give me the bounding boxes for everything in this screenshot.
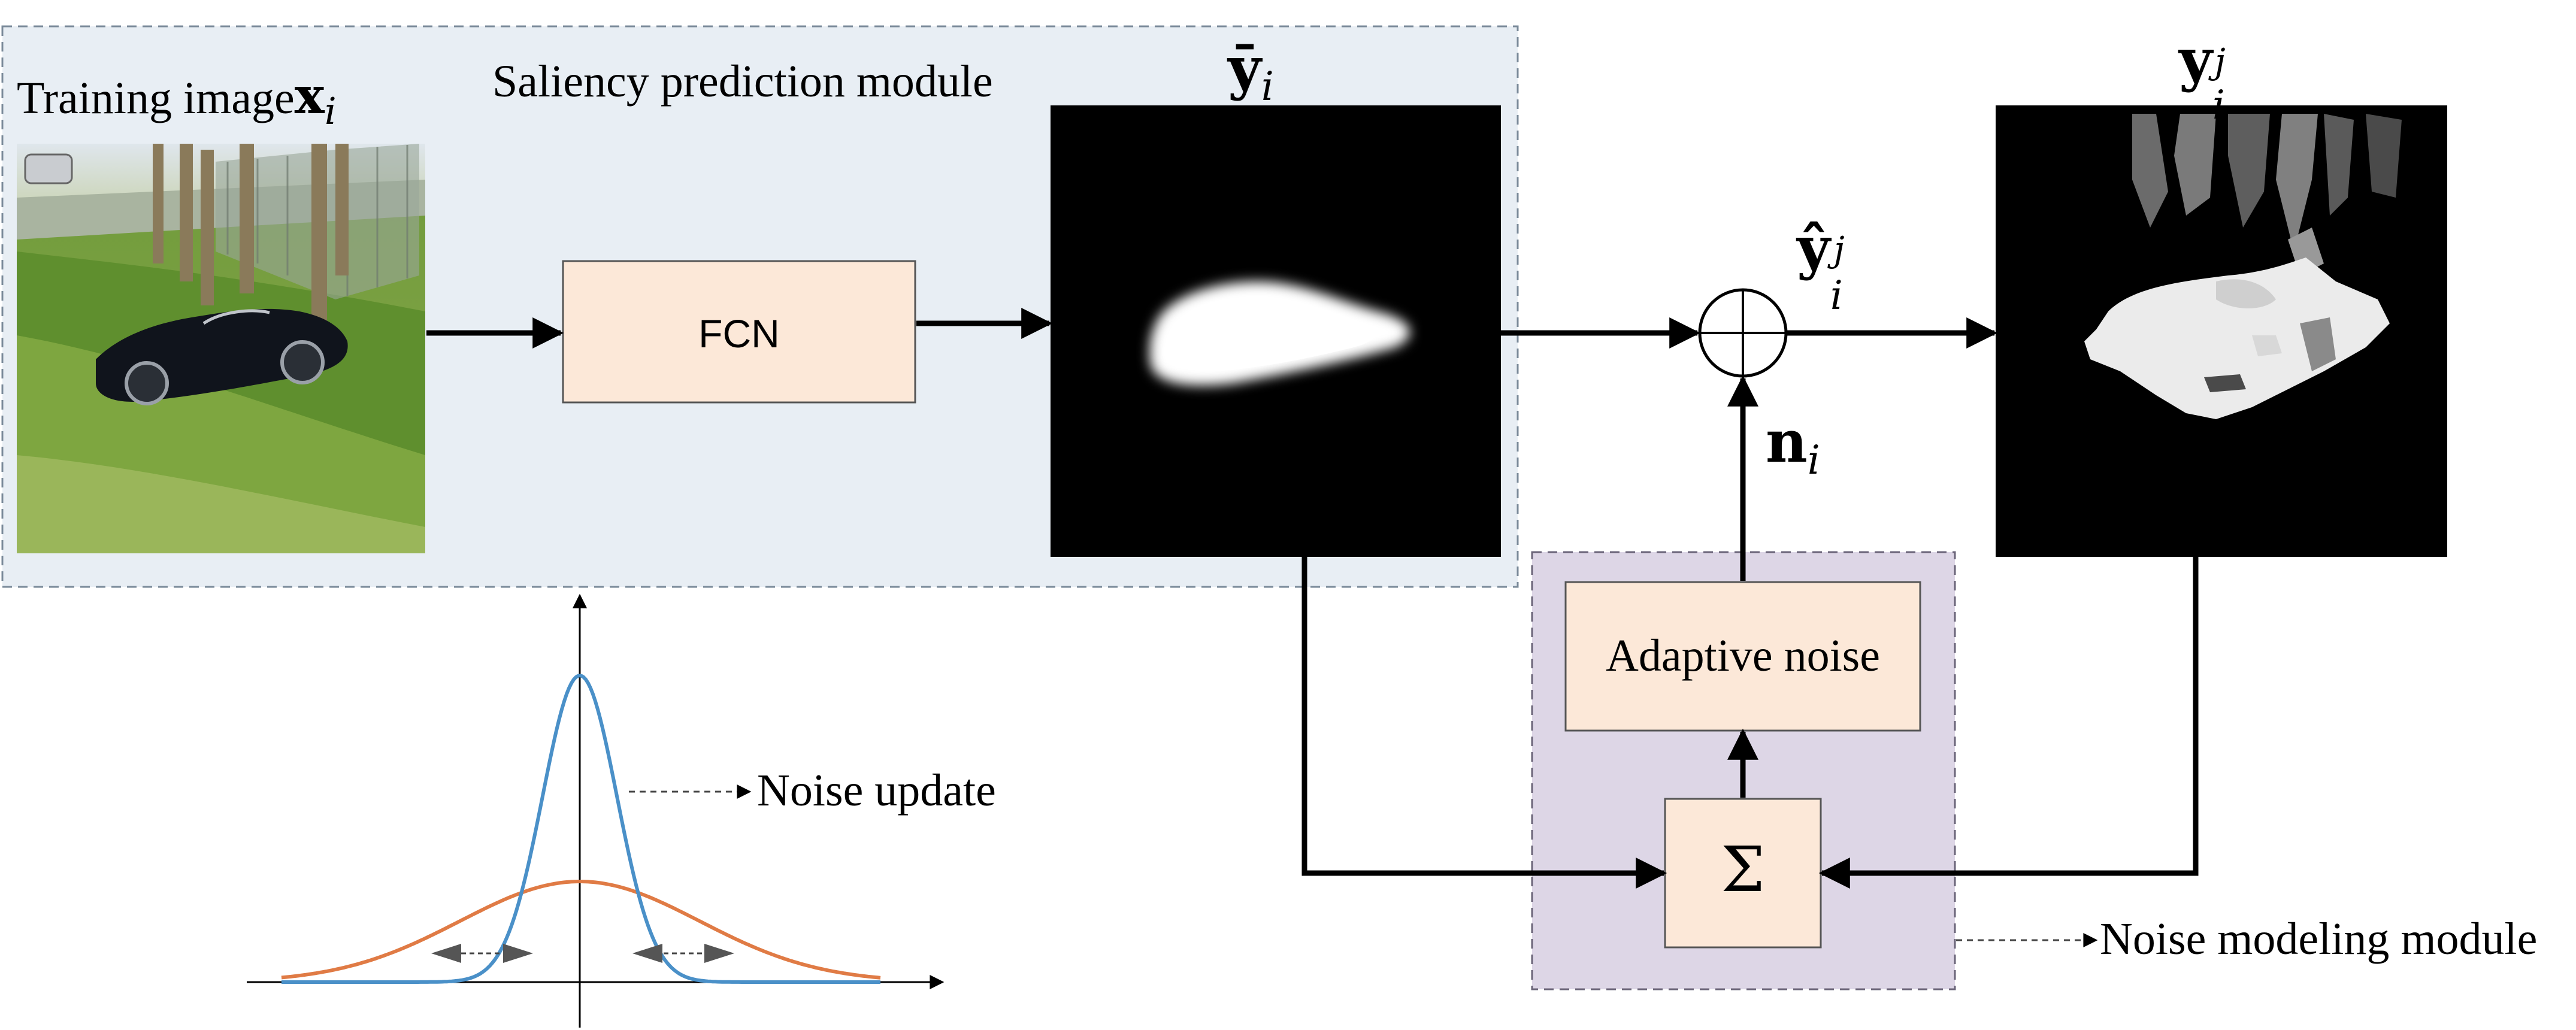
sum-symbol: Σ (1721, 833, 1765, 906)
gaussian-plot (247, 593, 945, 1028)
right-spread-arrowhead-in (632, 944, 662, 963)
saliency-map-symbol: ȳi (1228, 34, 1274, 110)
training-image-photo (17, 144, 425, 553)
prediction-module-label: Saliency prediction module (492, 56, 993, 107)
adaptive-noise-label: Adaptive noise (1606, 631, 1880, 681)
right-spread-arrowhead-out (704, 944, 734, 963)
fcn-box (562, 260, 916, 404)
narrow-gaussian-curve (281, 674, 880, 984)
training-image-label: Training imagexi (17, 71, 337, 130)
training-image-symbol: xi (294, 66, 337, 133)
adder-circle (1698, 288, 1788, 378)
noise-vector-symbol: ni (1766, 408, 1820, 483)
target-map-image (1996, 105, 2447, 557)
adaptive-noise-box (1564, 581, 1921, 732)
noise-update-label: Noise update (757, 765, 996, 816)
left-spread-arrowhead-in (503, 944, 533, 963)
left-spread-arrowhead-out (431, 944, 461, 963)
training-image-text: Training image (17, 73, 295, 123)
flow-arrows (426, 308, 2199, 889)
noise-module-label: Noise modeling module (2100, 914, 2538, 964)
fcn-label: FCN (698, 311, 780, 356)
wide-gaussian-curve (281, 880, 881, 980)
saliency-map-image (1051, 105, 1501, 557)
